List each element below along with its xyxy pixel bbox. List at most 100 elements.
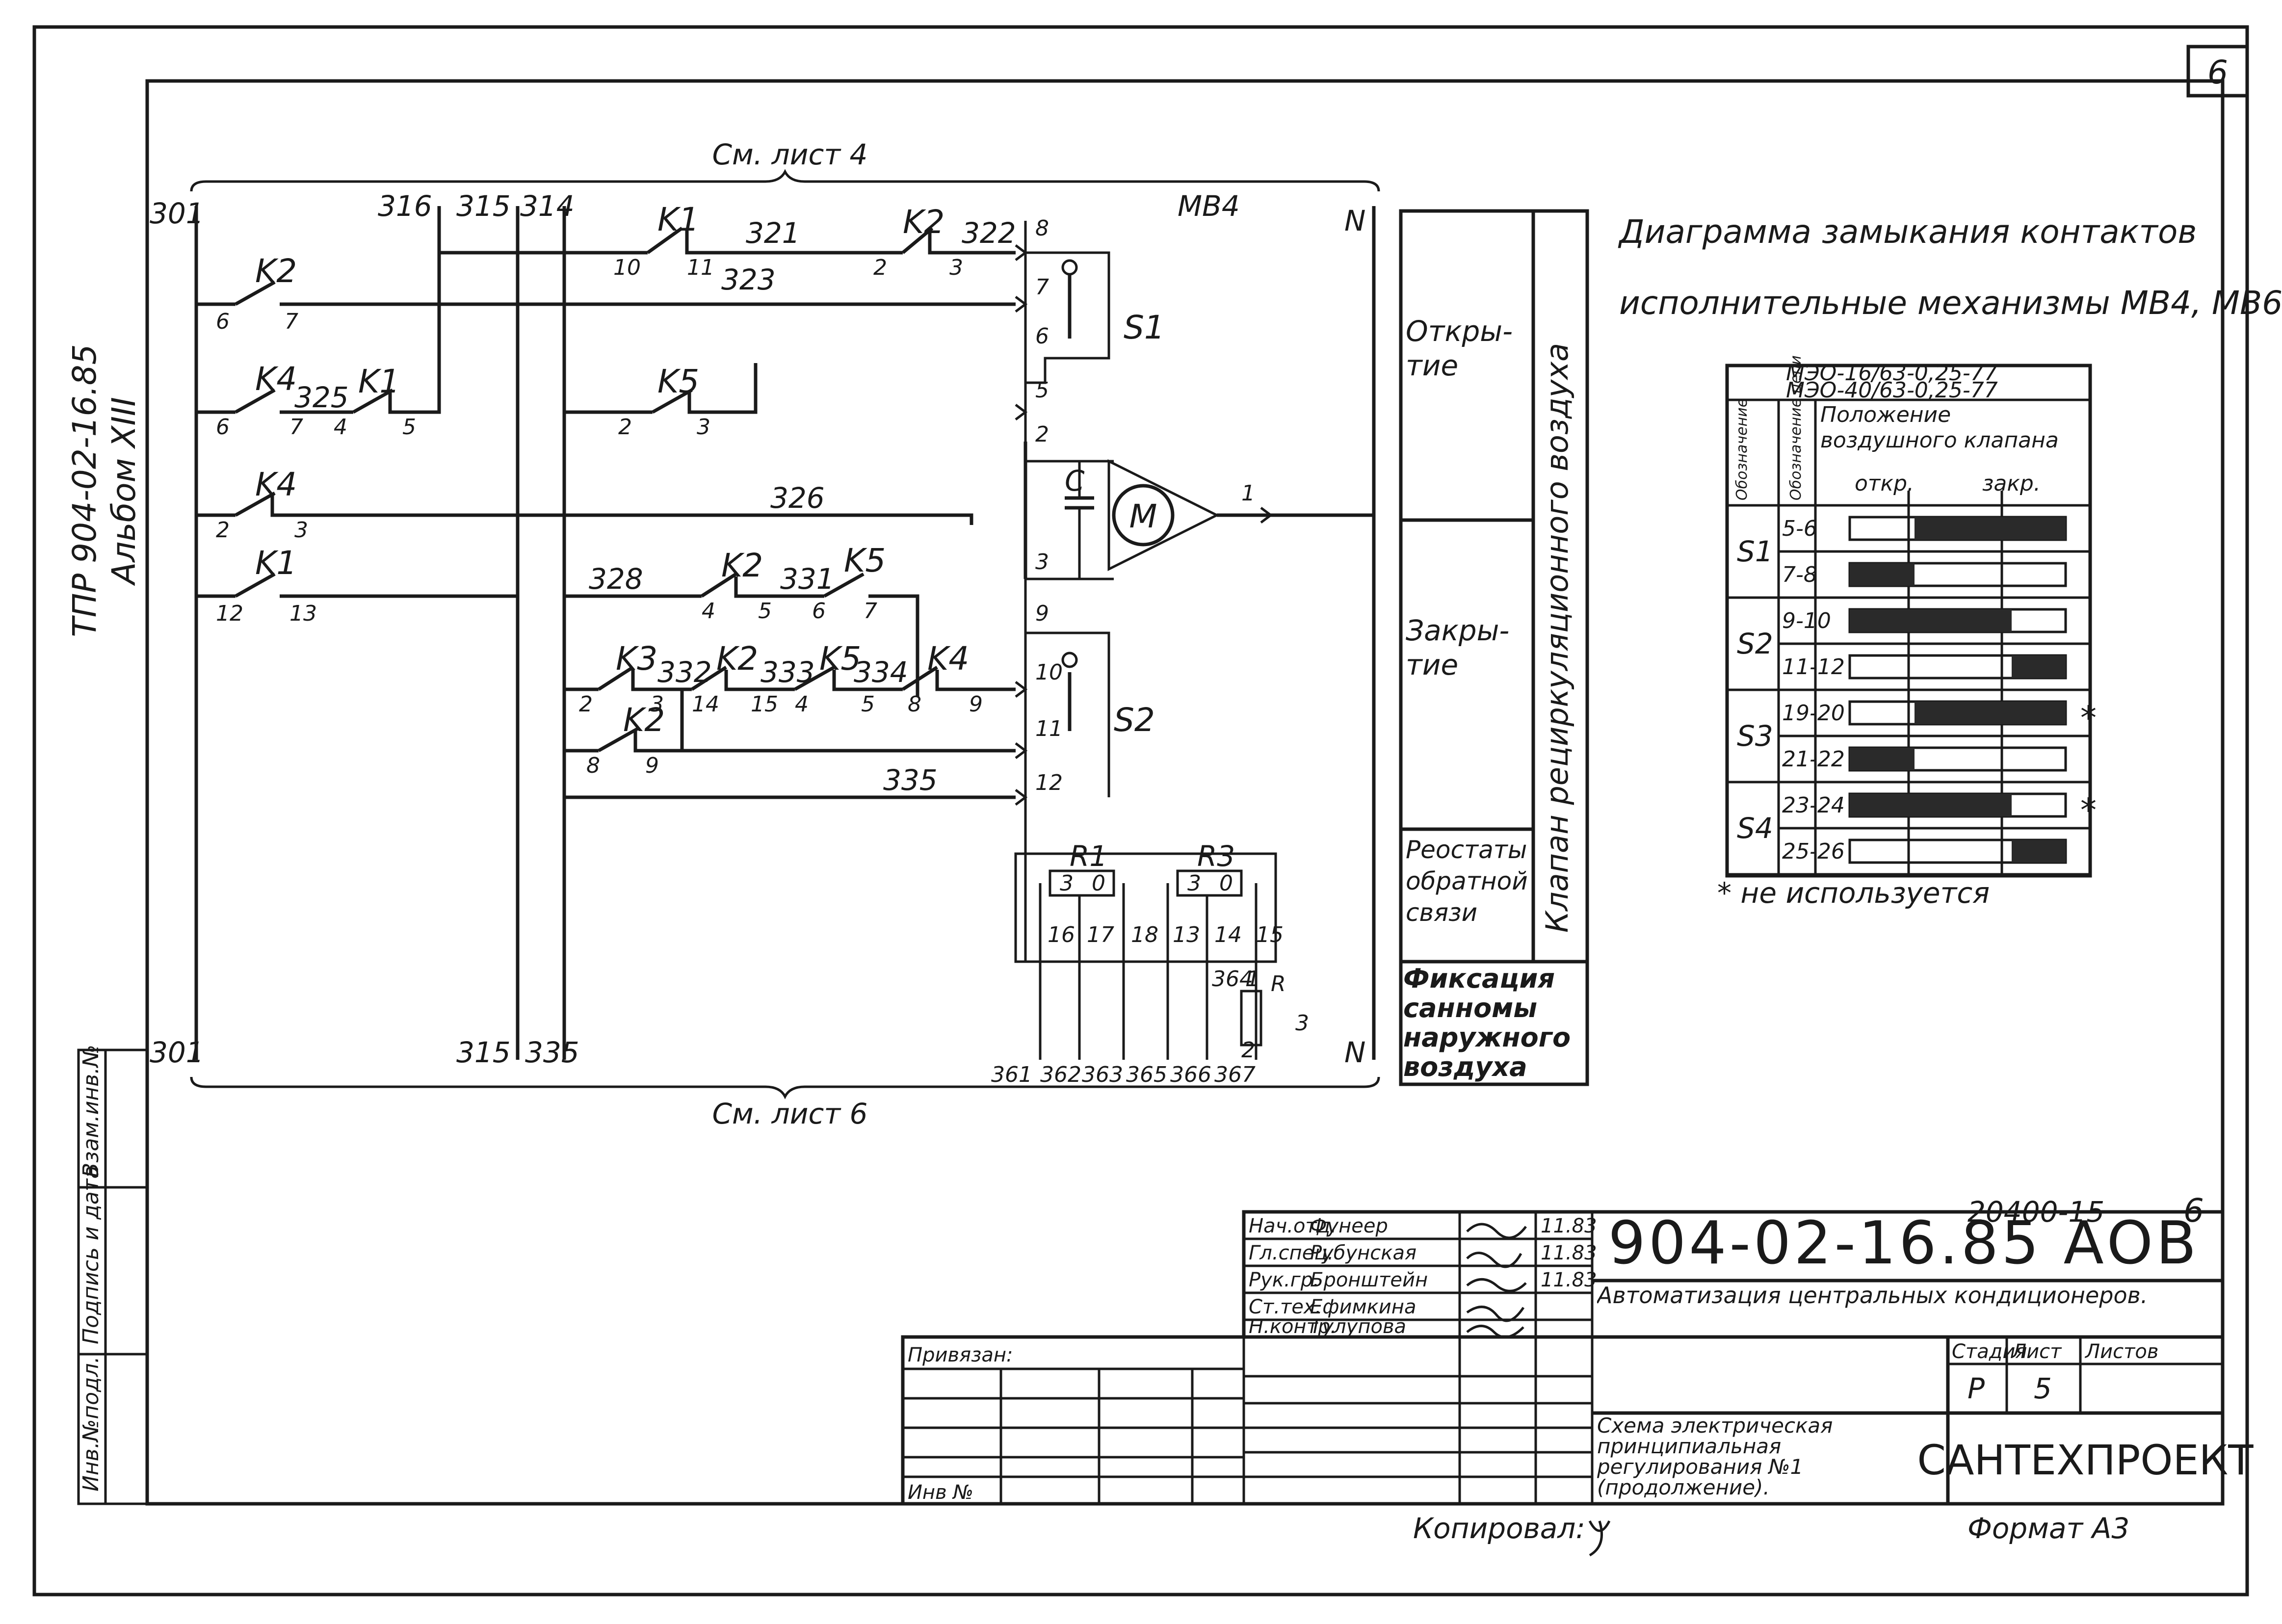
bus-label-315: 315 (456, 189, 511, 223)
svg-text:367: 367 (1214, 1062, 1256, 1087)
stamp-label-inv: Инв.№подл. (79, 1356, 104, 1492)
svg-text:325: 325 (294, 381, 349, 414)
svg-text:3: 3 (1035, 550, 1049, 575)
schematic: См. лист 4 См. лист 6 301 316 315 314 N … (150, 138, 1380, 1130)
section-fixation: Фиксация санномы наружного воздуха (1403, 964, 1571, 1082)
svg-text:11.83: 11.83 (1541, 1215, 1597, 1237)
switch-s1: S1 (1025, 251, 1165, 384)
margin-album: Альбом XIII (105, 397, 143, 586)
svg-text:11: 11 (687, 255, 714, 280)
contact-k4-c: K4 (927, 640, 969, 678)
svg-text:366: 366 (1170, 1062, 1211, 1087)
svg-text:3: 3 (949, 255, 963, 280)
svg-text:Рук.гр.: Рук.гр. (1249, 1269, 1319, 1291)
contact-closed-bar (1850, 563, 1915, 586)
svg-text:0: 0 (1092, 871, 1105, 896)
contact-closed-bar (1915, 702, 2066, 724)
svg-text:12: 12 (216, 601, 243, 626)
header-col1: Обозначение (1733, 398, 1751, 500)
copied-label: Копировал: (1413, 1512, 1585, 1545)
corner-box (2186, 45, 2249, 98)
svg-text:4: 4 (334, 415, 347, 440)
svg-text:362: 362 (1040, 1062, 1081, 1087)
contact-k2-d: K2 (716, 640, 758, 678)
inv-label: Инв № (908, 1481, 973, 1504)
contact-diagram-title: Диаграмма замыкания контактов (1618, 213, 2197, 251)
bus-label-335-bottom: 335 (525, 1036, 579, 1069)
svg-text:7: 7 (1035, 275, 1049, 300)
svg-text:0: 0 (1219, 871, 1233, 896)
svg-text:3: 3 (1295, 1011, 1309, 1036)
sheet-title: Схема электрическая принципиальная регул… (1597, 1415, 1833, 1499)
svg-text:333: 333 (761, 655, 815, 689)
svg-text:4: 4 (702, 599, 715, 624)
svg-text:7: 7 (285, 309, 298, 334)
sheet-label: Лист (2011, 1340, 2062, 1363)
bus-label-n: N (1344, 204, 1365, 237)
svg-text:15: 15 (1256, 922, 1284, 947)
svg-text:Ст.тех.: Ст.тех. (1249, 1296, 1321, 1318)
svg-text:10: 10 (613, 255, 641, 280)
svg-text:7: 7 (864, 599, 877, 624)
svg-text:328: 328 (589, 562, 643, 596)
bus-label-n-bottom: N (1344, 1036, 1365, 1069)
contact-closed-bar (2012, 840, 2066, 863)
stage-label: Стадия (1952, 1340, 2027, 1363)
switch-label: S2 (1737, 627, 1773, 660)
circuit-label: 21-22 (1782, 747, 1845, 772)
svg-text:331: 331 (780, 562, 835, 596)
switch-label: S3 (1737, 719, 1773, 753)
svg-text:9: 9 (645, 753, 659, 778)
terminal-stack: 8 7 6 5 2 1 3 9 10 11 12 (1015, 216, 1255, 806)
svg-text:9: 9 (969, 692, 983, 717)
svg-text:2: 2 (216, 518, 230, 543)
svg-text:17: 17 (1087, 922, 1114, 947)
title-block: 20400-15 6 Нач.отд. Фунеер 11.83 Гл.спец… (901, 1192, 2254, 1557)
contact-rows: S15-67-8S29-1011-12S319-20*21-22S423-24*… (1727, 516, 2097, 876)
switch-s1-label: S1 (1124, 309, 1165, 346)
svg-text:323: 323 (721, 263, 776, 296)
svg-text:Н.контр.: Н.контр. (1249, 1315, 1337, 1338)
svg-text:5: 5 (758, 599, 772, 624)
contact-closed-bar (1850, 748, 1915, 770)
project-title: Автоматизация центральных кондиционеров. (1597, 1283, 2148, 1309)
bus-label-301-bottom: 301 (150, 1036, 204, 1069)
bus-label-315-bottom: 315 (456, 1036, 511, 1069)
contact-k2-c: K2 (721, 547, 763, 584)
svg-text:8: 8 (908, 692, 921, 717)
switch-s2: S2 (1025, 631, 1155, 797)
svg-text:8: 8 (1035, 216, 1049, 241)
svg-text:Тулупова: Тулупова (1310, 1315, 1406, 1338)
svg-text:15: 15 (751, 692, 778, 717)
svg-text:11.83: 11.83 (1541, 1242, 1597, 1264)
svg-text:Ефимкина: Ефимкина (1310, 1296, 1416, 1318)
sheets-label: Листов (2084, 1340, 2158, 1363)
contact-closed-bar (1915, 517, 2066, 540)
svg-text:4: 4 (795, 692, 809, 717)
feedback-box (1014, 852, 1277, 963)
svg-text:8: 8 (586, 753, 600, 778)
motor-group: C M (1023, 442, 1374, 580)
switch-s2-label: S2 (1114, 701, 1155, 739)
mechanism-label: МВ4 (1178, 189, 1240, 223)
device-type-1: МЭО-16/63-0,25-77 (1786, 361, 1998, 386)
contact-k5-a: K5 (657, 363, 699, 400)
contact-k1-c: K1 (255, 544, 297, 582)
contact-k1-a: K1 (657, 201, 699, 238)
top-brace (190, 169, 1380, 192)
svg-text:10: 10 (1035, 660, 1063, 685)
section-vertical-title: Клапан рециркуляционного воздуха (1539, 343, 1575, 933)
svg-text:Бронштейн: Бронштейн (1310, 1269, 1428, 1291)
svg-text:2: 2 (1241, 1038, 1255, 1063)
rheostat-r3-label: R3 (1197, 839, 1235, 873)
designation: 904-02-16.85 АОВ (1608, 1209, 2200, 1278)
svg-text:14: 14 (692, 692, 719, 717)
circuit-label: 5-6 (1782, 516, 1817, 541)
bottom-ref: См. лист 6 (712, 1097, 868, 1130)
circuit-label: 19-20 (1782, 701, 1845, 726)
contact-diagram: Диаграмма замыкания контактов исполнител… (1618, 213, 2282, 910)
contact-k2-a: K2 (903, 203, 944, 241)
section-row-close: Закры- тие (1406, 614, 1510, 681)
circuit-label: 25-26 (1782, 839, 1845, 864)
